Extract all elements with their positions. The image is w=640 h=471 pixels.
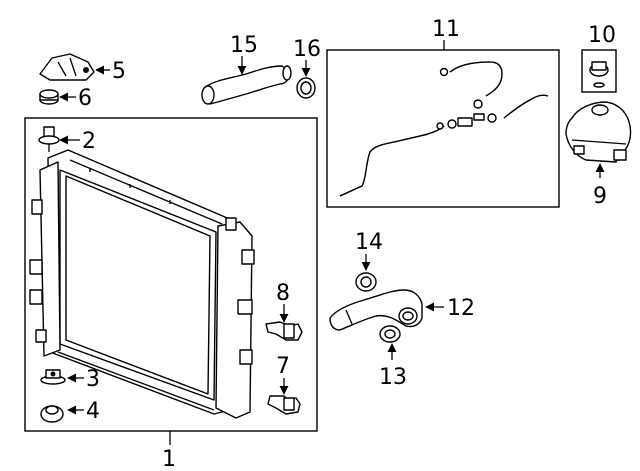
- part-9-reservoir: 9: [565, 101, 632, 209]
- callout-9: 9: [593, 184, 607, 209]
- callout-10: 10: [588, 23, 616, 48]
- part-6-grommet: 6: [39, 86, 92, 111]
- callout-7: 7: [276, 354, 290, 379]
- hose-group-box: [326, 49, 560, 208]
- radiator: [29, 149, 255, 419]
- part-12-lower-hose: 12: [329, 289, 475, 331]
- part-11-hose-group: 11: [326, 17, 560, 208]
- callout-5: 5: [112, 59, 126, 84]
- radiator-frame-box: [24, 117, 318, 432]
- part-7-drain-plug: 7: [267, 354, 301, 415]
- part-8-sensor: 8: [265, 281, 303, 341]
- callout-4: 4: [86, 399, 100, 424]
- callout-6: 6: [78, 86, 92, 111]
- part-3-lower-bracket: 3: [40, 367, 100, 392]
- part-2-upper-mount: 2: [38, 126, 96, 154]
- callout-3: 3: [86, 367, 100, 392]
- part-13-clamp: 13: [379, 325, 407, 390]
- part-5-bracket: 5: [39, 53, 126, 84]
- callout-1: 1: [162, 447, 176, 471]
- callout-12: 12: [447, 296, 475, 321]
- radiator-group: 1: [24, 117, 318, 471]
- callout-16: 16: [293, 37, 321, 62]
- callout-11: 11: [432, 17, 460, 42]
- part-14-clamp: 14: [355, 230, 383, 292]
- cap-group-box: [581, 49, 617, 93]
- callout-14: 14: [355, 230, 383, 255]
- callout-2: 2: [82, 129, 96, 154]
- callout-15: 15: [230, 33, 258, 58]
- callout-8: 8: [276, 281, 290, 306]
- part-10-cap-group: 10: [581, 23, 617, 93]
- callout-13: 13: [379, 365, 407, 390]
- part-16-clamp: 16: [293, 37, 321, 99]
- part-4-insulator: 4: [40, 399, 100, 424]
- part-15-upper-hose: 15: [201, 33, 292, 105]
